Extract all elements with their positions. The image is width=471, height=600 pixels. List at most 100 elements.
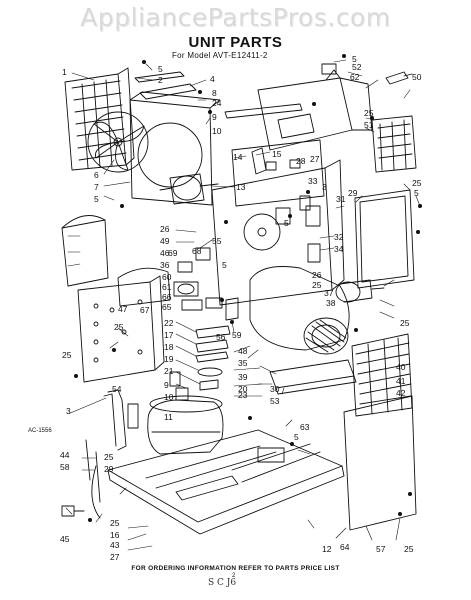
- compressor: [147, 371, 224, 455]
- part-number-5: 5: [294, 432, 299, 442]
- ordering-note: FOR ORDERING INFORMATION REFER TO PARTS …: [131, 565, 340, 572]
- part-number-5: 5: [284, 218, 289, 228]
- part-number-26: 26: [160, 224, 170, 234]
- part-number-32: 32: [334, 232, 344, 242]
- part-number-59: 59: [232, 330, 242, 340]
- part-number-37: 37: [324, 288, 334, 298]
- fan-motor: [159, 173, 219, 205]
- part-number-25: 25: [400, 318, 410, 328]
- watermark: AppliancePartsPros.com: [80, 3, 391, 32]
- part-number-9: 9: [212, 112, 217, 122]
- part-number-25: 25: [62, 350, 72, 360]
- part-number-38: 38: [326, 298, 336, 308]
- part-number-9: 9: [164, 380, 169, 390]
- part-number-53: 53: [270, 396, 280, 406]
- part-number-48: 48: [238, 346, 248, 356]
- part-number-25: 25: [404, 544, 414, 554]
- part-number-66: 66: [162, 292, 172, 302]
- part-number-58: 58: [60, 462, 70, 472]
- thermostat-sensor: [385, 71, 413, 85]
- front-partition-panel: [77, 275, 165, 383]
- part-number-56: 56: [216, 332, 226, 342]
- drawing-reference: AC-1556: [28, 428, 52, 434]
- part-number-35: 35: [238, 358, 248, 368]
- part-number-57: 57: [376, 544, 386, 554]
- part-number-25: 25: [114, 322, 124, 332]
- part-number-47: 47: [118, 304, 128, 314]
- part-number-2: 2: [158, 75, 163, 85]
- part-number-64: 64: [340, 542, 350, 552]
- part-number-40: 40: [396, 362, 406, 372]
- part-number-23: 23: [238, 390, 248, 400]
- part-number-44: 44: [60, 450, 70, 460]
- part-number-30: 30: [270, 384, 280, 394]
- part-number-62: 62: [350, 72, 360, 82]
- top-cover-strips: [134, 71, 303, 119]
- part-number-69: 69: [168, 248, 178, 258]
- diagram-title: UNIT PARTS: [188, 34, 283, 51]
- part-number-12: 12: [322, 544, 332, 554]
- part-number-20: 20: [238, 384, 248, 394]
- part-number-28: 28: [296, 156, 306, 166]
- part-number-11: 11: [164, 412, 173, 422]
- part-number-31: 31: [336, 194, 346, 204]
- part-number-34: 34: [334, 244, 344, 254]
- part-number-18: 18: [164, 342, 174, 352]
- part-number-61: 61: [162, 282, 172, 292]
- blower-motor: [335, 279, 385, 303]
- part-number-3: 3: [322, 182, 327, 192]
- part-number-13: 13: [236, 182, 246, 192]
- part-number-21: 21: [164, 366, 174, 376]
- part-number-25: 25: [110, 518, 120, 528]
- part-number-25: 25: [364, 108, 374, 118]
- part-number-14: 14: [233, 152, 243, 162]
- part-number-5: 5: [158, 64, 163, 74]
- part-number-27: 27: [310, 154, 320, 164]
- part-number-46: 46: [160, 248, 170, 258]
- part-number-41: 41: [396, 376, 406, 386]
- part-number-42: 42: [396, 388, 406, 398]
- part-number-43: 43: [110, 540, 120, 550]
- capacitor-group: [173, 247, 239, 321]
- part-number-50: 50: [412, 72, 422, 82]
- part-number-39: 39: [238, 372, 248, 382]
- part-number-26: 26: [312, 270, 322, 280]
- part-number-55: 55: [212, 236, 222, 246]
- part-number-52: 52: [352, 62, 362, 72]
- part-number-3: 3: [66, 406, 71, 416]
- control-panel: [231, 139, 325, 263]
- page-mark: 2: [232, 573, 236, 579]
- part-number-24: 24: [212, 98, 222, 108]
- part-number-29: 29: [104, 464, 114, 474]
- fan-shroud: [129, 91, 221, 206]
- part-number-49: 49: [160, 236, 170, 246]
- blower-housing: [249, 266, 350, 355]
- base-pan: [107, 429, 345, 535]
- grille-trim-strips: [195, 325, 231, 391]
- part-number-25: 25: [104, 452, 114, 462]
- heater-element: [371, 115, 417, 173]
- side-grille-right: [354, 189, 415, 289]
- part-number-51: 51: [364, 120, 374, 130]
- part-number-22: 22: [164, 318, 174, 328]
- part-number-19: 19: [164, 354, 174, 364]
- part-number-25: 25: [412, 178, 422, 188]
- drain-pan: [269, 359, 357, 395]
- part-number-17: 17: [164, 330, 174, 340]
- part-number-27: 27: [110, 552, 120, 562]
- front-access-cover: [343, 395, 417, 531]
- condenser-fan-blade: [87, 111, 149, 173]
- part-number-7: 7: [94, 182, 99, 192]
- part-number-5: 5: [352, 54, 357, 64]
- callout-leader-lines: [65, 59, 421, 551]
- part-number-10: 10: [164, 392, 174, 402]
- part-number-67: 67: [140, 305, 150, 315]
- part-number-65: 65: [162, 302, 172, 312]
- part-number-1: 1: [62, 67, 67, 77]
- part-number-60: 60: [162, 272, 172, 282]
- part-number-5: 5: [414, 188, 419, 198]
- part-number-29: 29: [348, 188, 358, 198]
- part-number-6: 6: [94, 170, 99, 180]
- part-number-25: 25: [312, 280, 322, 290]
